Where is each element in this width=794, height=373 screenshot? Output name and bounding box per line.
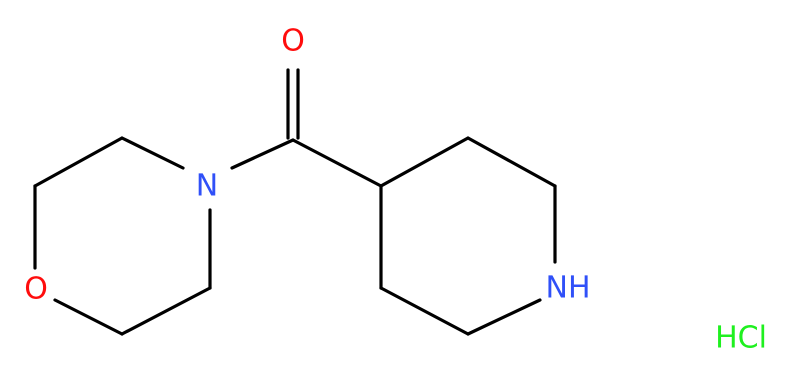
carbonyl-to-piperidine-bond: [291, 138, 383, 188]
carbonyl-to-n-bond: [230, 138, 295, 170]
morpholine-bond-o-c3: [53, 298, 124, 336]
piperidine-bond-c6-c5: [379, 286, 470, 336]
piperidine-nh-label: NH: [546, 271, 591, 306]
morpholine-bond-c1-c2: [33, 136, 124, 188]
carbonyl-oxygen-label: O: [281, 24, 305, 59]
morpholine-bond-c3-c4: [120, 286, 212, 336]
hcl-salt-label: HCl: [715, 321, 767, 356]
atom-labels: O N O NH HCl: [24, 24, 767, 356]
morpholine-oxygen-label: O: [24, 272, 48, 307]
piperidine-bond-n-c6: [466, 298, 542, 336]
morpholine-bond-n-c1: [120, 136, 185, 170]
amide-nitrogen-label: N: [196, 169, 218, 204]
piperidine-bond-c4-c3: [379, 136, 470, 188]
piperidine-bond-c3-c2: [466, 136, 557, 188]
bond-lines: [33, 68, 557, 336]
